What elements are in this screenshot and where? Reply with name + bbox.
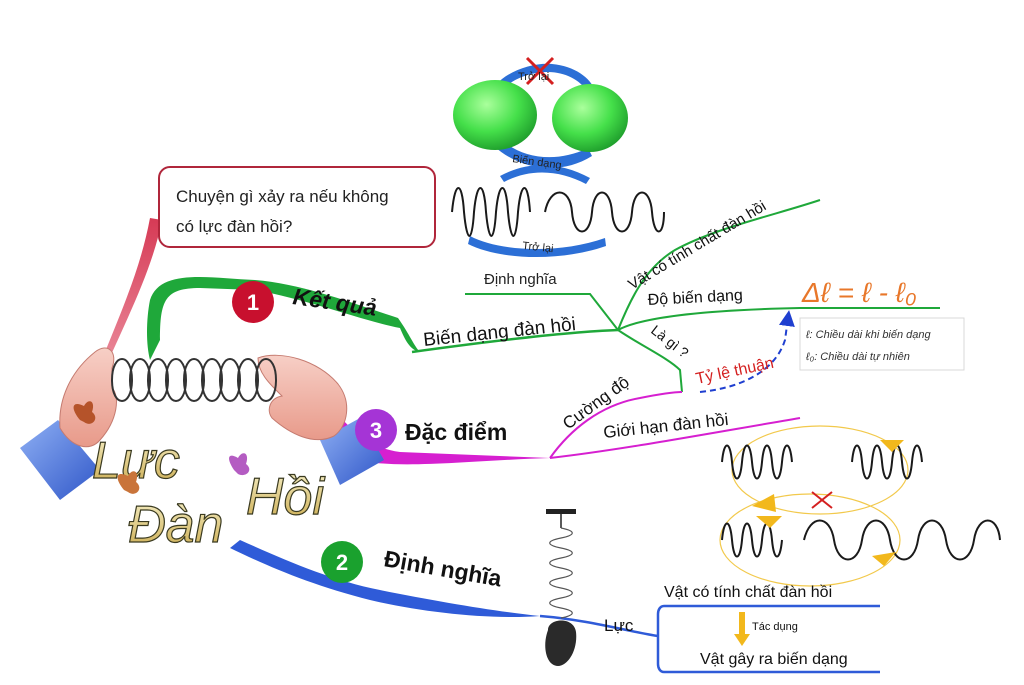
- yellow-arrow-1: [880, 440, 904, 452]
- branch1-thick-stroke: [147, 276, 420, 360]
- acts-arrow-head: [734, 634, 750, 646]
- yellow-arrow-4: [872, 552, 896, 566]
- spring-label-bottom: Trở lại: [522, 240, 554, 255]
- mid-lower-arrow: [500, 164, 590, 184]
- acts-text: Tác dụng: [752, 621, 798, 633]
- legend-line-2: ℓ₀: Chiều dài tự nhiên: [805, 351, 910, 363]
- branch2-force-line: [539, 614, 659, 638]
- question-box: Chuyện gì xảy ra nếu không có lực đàn hồ…: [158, 166, 436, 248]
- branch2-number: 2: [336, 550, 348, 575]
- force-text: Lực: [604, 616, 634, 635]
- branch2-thick-stroke: [230, 540, 540, 618]
- topic-elastic-deformation: Biến dạng đàn hồi: [422, 314, 577, 351]
- deformation-illustration: Trở lại Biến dạng Trở lại: [451, 56, 665, 258]
- hanging-weight: [545, 620, 577, 666]
- cycle-ellipse-bottom: [719, 493, 901, 587]
- legend-line-1: ℓ: Chiều dài khi biến dạng: [805, 329, 932, 341]
- branch1-definition-line: [465, 293, 619, 331]
- branch3-intensity-line: [549, 391, 683, 459]
- butterfly-icon: [73, 401, 96, 424]
- spring-b: [851, 444, 923, 480]
- spring-limit-illustration: [719, 425, 1001, 587]
- branch1-number: 1: [247, 290, 259, 315]
- question-line-1: Chuyện gì xảy ra nếu không: [176, 187, 389, 206]
- title-art-hoi: Hồi: [246, 468, 325, 526]
- branch2-label: Định nghĩa: [382, 545, 504, 591]
- left-sleeve: [20, 420, 100, 500]
- elastic-limit-text: Giới hạn đàn hồi: [602, 410, 729, 442]
- formula-legend-box: [799, 317, 965, 371]
- red-cross-b: [811, 491, 833, 509]
- right-hand: [257, 354, 348, 441]
- cause-text: Vật gây ra biến dạng: [700, 651, 848, 668]
- central-spring: [111, 358, 278, 402]
- branch1-number-circle: [232, 281, 274, 323]
- object-elastic-text: Vật có tính chất đàn hồi: [625, 198, 769, 294]
- branch1-what-line: [617, 329, 683, 393]
- yellow-arrow-3: [756, 516, 782, 528]
- central-spring-illustration: [20, 347, 384, 500]
- butterfly-icon-3: [229, 453, 250, 476]
- formula-text: Δℓ = ℓ - ℓ₀: [801, 277, 917, 308]
- left-hand: [59, 347, 117, 448]
- deformation-text: Độ biến dạng: [647, 287, 743, 309]
- branch3-number-circle: [355, 409, 397, 451]
- mid-cycle-arrow: [494, 138, 592, 169]
- spring-stretched: [544, 191, 665, 233]
- question-line-2: có lực đàn hồi?: [176, 217, 293, 236]
- ceiling-mount: [546, 509, 576, 514]
- branch3-label: Đặc điểm: [405, 419, 507, 445]
- green-ball-squashed: [552, 84, 628, 152]
- bottom-cycle-arrow: [468, 236, 606, 258]
- branch3-limit-line: [549, 417, 801, 459]
- cycle-ellipse-top: [731, 425, 909, 515]
- branch1-topic-underline: [411, 328, 619, 354]
- branch2-bracket: [656, 604, 880, 674]
- hanging-spring: [549, 527, 573, 619]
- definition-text: Định nghĩa: [484, 271, 557, 288]
- spring-compressed: [451, 187, 531, 237]
- spring-c: [721, 522, 783, 558]
- butterfly-icon-2: [117, 471, 140, 494]
- what-text: Là gì ?: [648, 322, 692, 361]
- branch1-object-line: [617, 199, 821, 331]
- ball-label-top: Trở lại: [518, 71, 549, 83]
- branch3-number: 3: [370, 418, 382, 443]
- cross-mark-b: [525, 56, 555, 86]
- title-art-dan: Đàn: [128, 496, 223, 554]
- branch2-number-circle: [321, 541, 363, 583]
- spring-a: [721, 444, 793, 480]
- top-cycle-arrow: [490, 63, 595, 98]
- green-ball-round: [453, 80, 537, 150]
- title-art: Lực Đàn Hồi: [73, 401, 326, 555]
- acts-arrow-shaft: [739, 612, 745, 634]
- yellow-arrow-2: [752, 494, 776, 512]
- branch1-deformation-line: [617, 307, 940, 331]
- branch1-label: Kết quả: [291, 283, 378, 321]
- proportional-arrow: [699, 310, 795, 393]
- proportional-text: Tỷ lệ thuận: [694, 355, 775, 388]
- hanging-spring-illustration: [545, 509, 577, 666]
- object-elastic-text-2: Vật có tính chất đàn hồi: [664, 584, 832, 601]
- spring-d: [803, 519, 1001, 561]
